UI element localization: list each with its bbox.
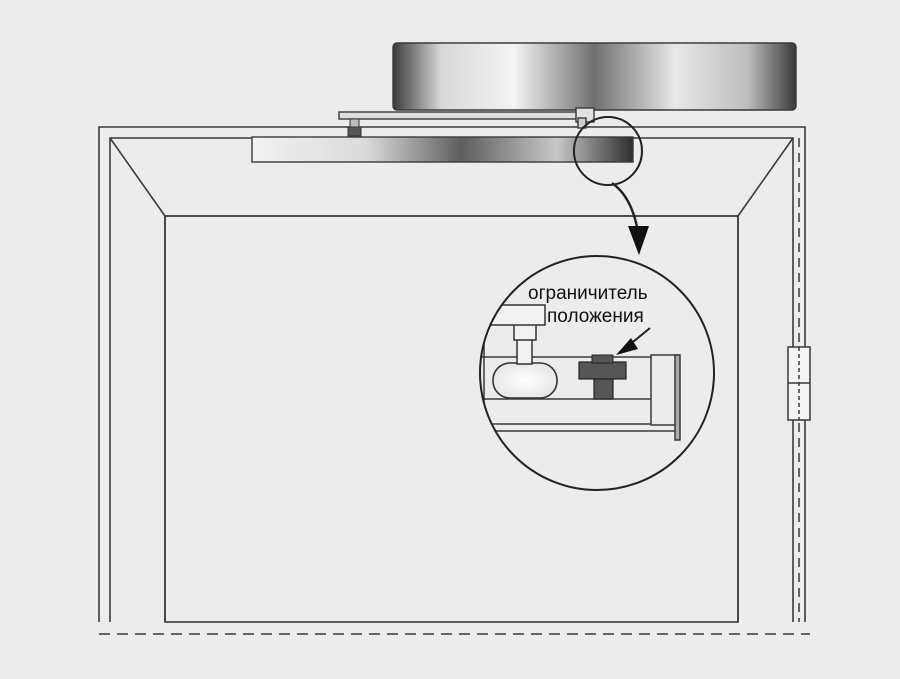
slide-track: [251, 136, 634, 163]
pointer-arrow-icon: [616, 327, 651, 355]
curved-arrow-icon: [611, 182, 649, 255]
callout-label-line2: положения: [547, 306, 644, 327]
position-limiter: [578, 354, 627, 400]
callout-label-line1: ограничитель: [528, 283, 648, 304]
closer-arm: [338, 107, 595, 129]
door-hinge: [787, 346, 811, 421]
door-closer-body: [392, 42, 797, 111]
arm-pin: [347, 118, 362, 137]
detail-marker-circle: [573, 116, 643, 186]
zoom-circle-icon: [479, 255, 715, 491]
